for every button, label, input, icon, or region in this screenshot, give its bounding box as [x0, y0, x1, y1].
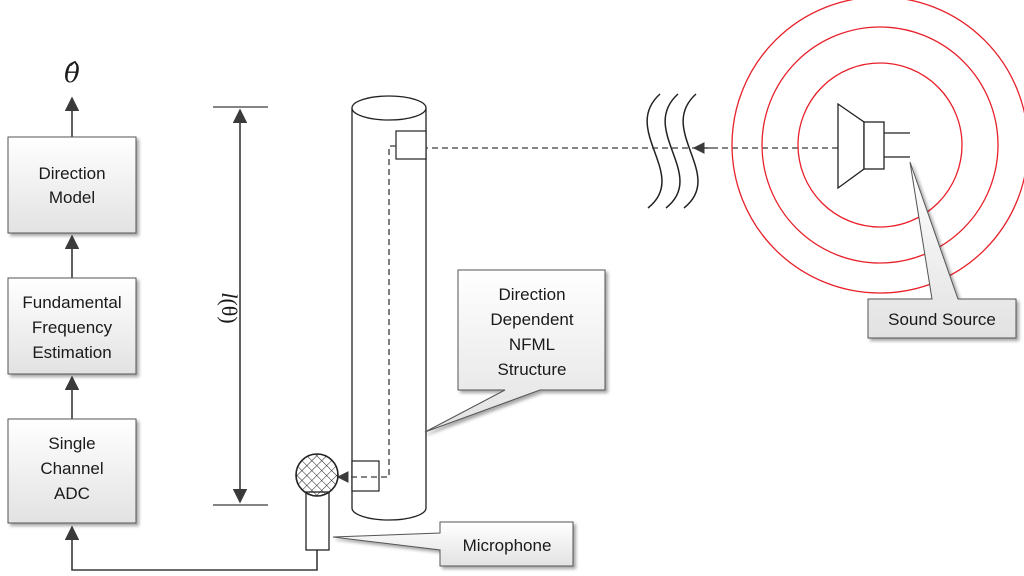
direction-model-block: Direction Model	[7, 136, 137, 234]
estimated-theta-symbol: θ̂	[64, 59, 80, 89]
direction-model-line-1: Direction	[38, 164, 105, 183]
structure-callout-line-1: Direction	[498, 285, 565, 304]
fundamental-frequency-block: Fundamental Frequency Estimation	[7, 277, 137, 375]
microphone-callout: Microphone	[332, 521, 574, 567]
lower-port	[351, 460, 380, 492]
sound-source-label: Sound Source	[888, 310, 996, 329]
ffe-line-1: Fundamental	[22, 293, 121, 312]
ffe-line-3: Estimation	[32, 343, 111, 362]
sound-rings	[731, 0, 1024, 294]
adc-line-1: Single	[48, 434, 95, 453]
adc-line-3: ADC	[54, 484, 90, 503]
adc-line-2: Channel	[40, 459, 103, 478]
sound-source-callout: Sound Source	[867, 161, 1017, 339]
upper-port	[395, 130, 427, 160]
direction-model-line-2: Model	[49, 188, 95, 207]
adc-block: Single Channel ADC	[7, 418, 137, 524]
sound-wave-lines-icon	[646, 93, 699, 209]
structure-callout-line-4: Structure	[498, 360, 567, 379]
structure-callout: Direction Dependent NFML Structure	[424, 269, 606, 433]
speaker-icon	[837, 102, 910, 190]
microphone-label: Microphone	[463, 536, 552, 555]
microphone-wire	[64, 525, 318, 571]
structure-callout-line-2: Dependent	[490, 310, 573, 329]
ffe-line-2: Frequency	[32, 318, 113, 337]
internal-sound-path	[336, 145, 396, 483]
microphone-icon	[295, 453, 339, 551]
length-dimension: l(θ)	[213, 106, 268, 506]
structure-callout-line-3: NFML	[509, 335, 555, 354]
length-label: l(θ)	[217, 292, 242, 323]
